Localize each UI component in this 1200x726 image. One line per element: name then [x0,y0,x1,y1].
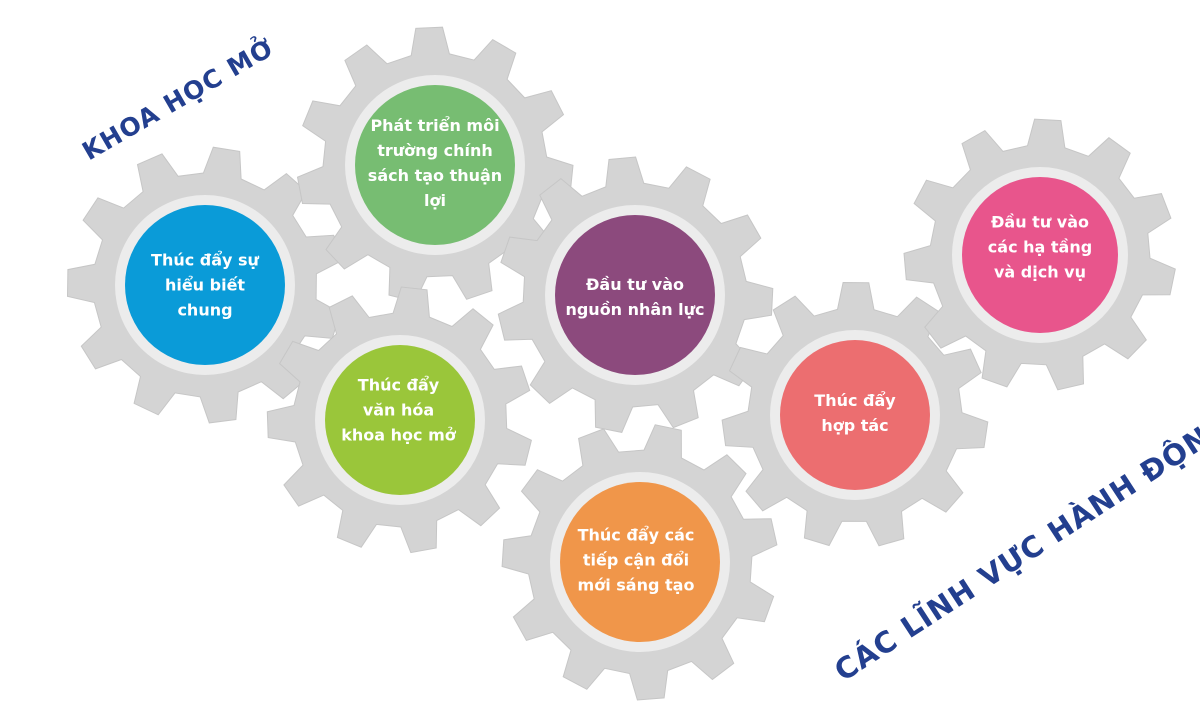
gear-hub-lime [325,345,475,495]
gear-label-policy-environment: Phát triển môi trường chính sách tạo thu… [367,116,503,210]
gear-label-infrastructure: Đầu tư vào các hạ tầng và dịch vụ [987,212,1093,282]
gear-hub-green [355,85,515,245]
gear-orange [501,424,778,701]
gear-purple [497,156,774,433]
gear-hub-orange [560,482,720,642]
gear-pink [903,118,1176,391]
gear-label-collaboration: Thúc đẩy hợp tác [814,391,896,435]
gear-label-human-resources: Đầu tư vào nguồn nhân lực [565,275,705,319]
gear-hub-coral [780,340,930,490]
gear-hub-blue [125,205,285,365]
gear-label-shared-understanding: Thúc đẩy sự hiểu biết chung [151,250,259,320]
gear-label-innovative-approaches: Thúc đẩy các tiếp cận đổi mới sáng tạo [577,525,695,595]
gear-lime [266,286,532,554]
gear-coral [721,281,989,547]
gear-blue [66,146,342,424]
gear-hub-purple [555,215,715,375]
gear-label-open-science-culture: Thúc đẩy văn hóa khoa học mở [341,375,456,445]
gear-hub-pink [962,177,1118,333]
gear-green [296,26,574,303]
